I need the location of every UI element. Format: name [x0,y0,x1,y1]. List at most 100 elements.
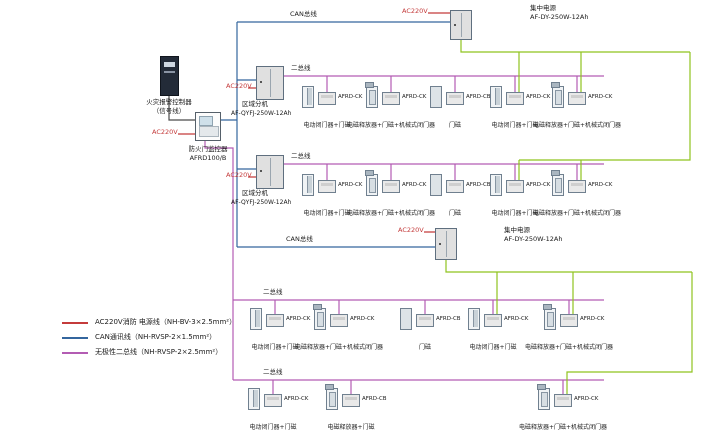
module-label: AFRD-CK [526,182,551,188]
door-closer-icon [302,174,314,196]
module-box [416,314,434,327]
central-power-mid-label: 集中电源 AF-DY-250W-12Ah [504,226,562,244]
device-label: 门磁 [448,210,462,217]
door-magnet-icon [400,308,412,330]
magnetic-releaser-icon [313,304,326,330]
device-label: 电磁释放器+门磁+机械式闭门器 [346,210,436,217]
regional1-name: 区域分机 [242,100,268,108]
regional2-name: 区域分机 [242,189,268,197]
central-power-cabinet-mid [435,228,457,260]
module-box [318,92,336,105]
device-group: AFRD-CK 电磁释放器+门磁+机械式闭门器 [525,304,613,352]
device-label: 门磁 [448,122,462,129]
module-box [568,92,586,105]
device-label: 电动闭门器+门磁 [249,424,297,431]
magnetic-releaser-icon [537,384,550,410]
device-group: AFRD-CB 门磁 [400,308,462,352]
device-label: 电磁释放器+门磁+机械式闭门器 [532,210,622,217]
central-power-top-label: 集中电源 AF-DY-250W-12Ah [530,4,588,22]
device-group: AFRD-CK 电磁释放器+门磁+机械式闭门器 [295,304,383,352]
device-group: AFRD-CK 电磁释放器+门磁+机械式闭门器 [347,170,435,218]
module-box [342,394,360,407]
regional1-model: AF-QYFJ-250W-12Ah [231,110,292,117]
device-group: AFRD-CB 电磁释放器+门磁 [325,384,388,432]
fire-door-monitor-icon [195,112,221,141]
device-label: 电磁释放器+门磁+机械式闭门器 [346,122,436,129]
module-label: AFRD-CK [504,316,529,322]
central-power-top-model: AF-DY-250W-12Ah [530,13,589,21]
mid-power-ac-label: AC220V [398,226,424,234]
magnetic-releaser-icon [543,304,556,330]
module-label: AFRD-CK [284,396,309,402]
device-label: 电磁释放器+门磁+机械式闭门器 [294,344,384,351]
module-label: AFRD-CK [286,316,311,322]
fire-alarm-controller-name: 火灾报警控制器 [146,98,192,106]
two-bus-label-row4: 二总线 [263,368,283,376]
module-box [506,92,524,105]
central-power-top-name: 集中电源 [530,4,556,12]
module-label: AFRD-CK [574,396,599,402]
central-power-mid-model: AF-DY-250W-12Ah [504,235,563,243]
module-box [264,394,282,407]
monitor-power-label: AC220V [152,128,178,136]
module-box [266,314,284,327]
module-label: AFRD-CK [588,94,613,100]
module-box [560,314,578,327]
door-magnet-icon [430,174,442,196]
can-bus-label-mid: CAN总线 [286,235,313,243]
two-bus-label-row3: 二总线 [263,288,283,296]
regional2-power-label: AC220V [226,171,252,179]
device-label: 电磁释放器+门磁+机械式闭门器 [524,344,614,351]
module-label: AFRD-CK [350,316,375,322]
device-group: AFRD-CK 电动闭门器+门磁 [302,86,364,130]
two-bus-line-sample [62,352,88,354]
can-line-sample [62,337,88,339]
fire-door-monitor-label: 防火门监控器 AFRD100/B [170,145,246,163]
module-box [330,314,348,327]
legend-label: CAN通讯线（NH-RVSP-2×1.5mm²） [95,333,217,341]
signal-line-note: （信号线） [152,107,186,115]
module-label: AFRD-CB [362,396,387,402]
device-label: 电动闭门器+门磁 [491,122,539,129]
device-label: 电磁释放器+门磁+机械式闭门器 [518,424,608,431]
module-box [318,180,336,193]
device-group: AFRD-CB 门磁 [430,174,492,218]
central-power-mid-name: 集中电源 [504,226,530,234]
device-group: AFRD-CK 电动闭门器+门磁 [248,388,310,432]
door-closer-icon [468,308,480,330]
module-box [446,180,464,193]
module-label: AFRD-CK [338,182,363,188]
module-box [568,180,586,193]
module-label: AFRD-CK [588,182,613,188]
monitor-name: 防火门监控器 [188,145,228,153]
device-label: 电动闭门器+门磁 [491,210,539,217]
power-line-sample [62,322,88,324]
module-box [554,394,572,407]
module-box [382,180,400,193]
device-group: AFRD-CK 电磁释放器+门磁+机械式闭门器 [533,82,621,130]
top-power-ac-label: AC220V [402,7,428,15]
module-box [382,92,400,105]
fire-alarm-controller-label: 火灾报警控制器 （信号线） [131,98,207,116]
module-label: AFRD-CK [580,316,605,322]
device-group: AFRD-CK 电磁释放器+门磁+机械式闭门器 [533,170,621,218]
device-group: AFRD-CK 电磁释放器+门磁+机械式闭门器 [347,82,435,130]
module-label: AFRD-CK [526,94,551,100]
door-closer-icon [490,174,502,196]
device-label: 电动闭门器+门磁 [251,344,299,351]
legend-label: AC220V消防 电源线（NH-BV-3×2.5mm²） [95,318,237,326]
door-closer-icon [248,388,260,410]
central-power-cabinet-top [450,10,472,40]
device-label: 电动闭门器+门磁 [303,122,351,129]
magnetic-releaser-icon [551,82,564,108]
door-closer-icon [250,308,262,330]
device-group: AFRD-CK 电磁释放器+门磁+机械式闭门器 [519,384,607,432]
door-closer-icon [302,86,314,108]
regional-extension-cabinet-2 [256,155,284,189]
device-label: 电动闭门器+门磁 [469,344,517,351]
device-label: 门磁 [418,344,432,351]
module-label: AFRD-CK [338,94,363,100]
module-label: AFRD-CK [402,182,427,188]
